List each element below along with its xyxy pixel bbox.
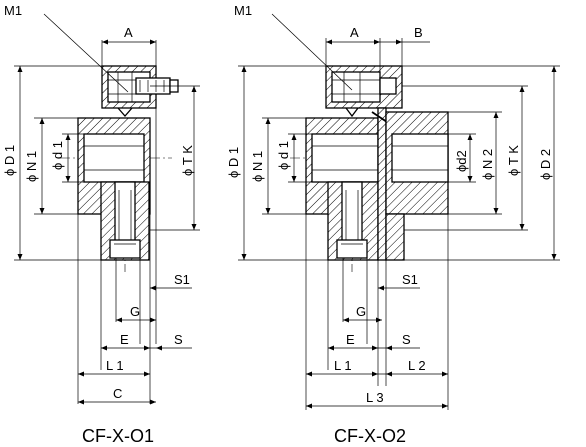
label-e: E — [120, 332, 129, 347]
label-l1: L 1 — [106, 358, 124, 373]
label-tk: ϕ T K — [506, 145, 521, 176]
label-d2: ϕ D 2 — [538, 149, 553, 180]
clamp-collar — [325, 65, 403, 118]
label-d2-bore: ϕd2 — [454, 150, 469, 172]
label-s1: S1 — [174, 272, 190, 287]
label-e: E — [346, 332, 355, 347]
label-l3: L 3 — [366, 390, 384, 405]
label-s: S — [402, 332, 411, 347]
caption-cf-x-o2: CF-X-O2 — [334, 426, 406, 446]
label-g: G — [356, 304, 366, 319]
hub-1 — [305, 117, 379, 261]
label-m1: M1 — [234, 3, 252, 18]
label-d1: ϕ D 1 — [226, 147, 241, 178]
m1-leader — [43, 13, 129, 93]
label-d1: ϕ D 1 — [2, 145, 17, 176]
label-l1: L 1 — [334, 358, 352, 373]
label-m1: M1 — [4, 3, 22, 18]
drawing-cf-x-o1: M1 A ϕ D 1 ϕ N 1 ϕ d 1 ϕ T K — [2, 3, 200, 446]
label-s1: S1 — [402, 272, 418, 287]
label-g: G — [130, 304, 140, 319]
caption-cf-x-o1: CF-X-O1 — [82, 426, 154, 446]
label-d1-bore: ϕ d 1 — [50, 141, 65, 170]
label-l2: L 2 — [408, 358, 426, 373]
label-d1-bore: ϕ d 1 — [276, 141, 291, 170]
hub-2 — [385, 111, 449, 261]
label-n2: ϕ N 2 — [480, 149, 495, 180]
m1-leader — [271, 13, 353, 91]
label-b: B — [414, 25, 423, 40]
label-a: A — [124, 25, 133, 40]
label-tk: ϕ T K — [180, 145, 195, 176]
drawing-cf-x-o2: M1 A B ϕ D 1 ϕ N 1 ϕ d 1 ϕd2 — [226, 3, 560, 446]
label-n1: ϕ N 1 — [24, 151, 39, 182]
label-c: C — [113, 386, 122, 401]
label-n1: ϕ N 1 — [250, 151, 265, 182]
hub-body — [77, 117, 151, 261]
label-a: A — [350, 25, 359, 40]
label-s: S — [174, 332, 183, 347]
